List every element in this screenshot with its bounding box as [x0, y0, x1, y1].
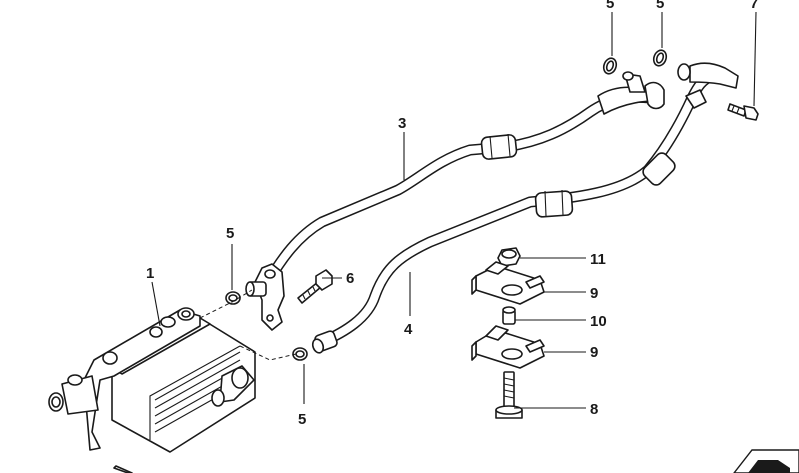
callout-7: 7 [750, 0, 758, 12]
callout-1: 1 [146, 265, 154, 282]
corner-arrow-icon [733, 449, 799, 473]
assembly-line-lower [239, 345, 297, 361]
bolt-flange [297, 269, 333, 304]
callout-6: 6 [346, 270, 354, 287]
oil-line-upper [262, 71, 665, 288]
callout-8: 8 [590, 401, 598, 418]
callout-11: 11 [590, 251, 606, 268]
seal-ring-left [225, 291, 241, 305]
nut [497, 247, 521, 267]
bracket-upper [471, 261, 545, 305]
callout-3: 3 [398, 115, 406, 132]
callout-4: 4 [404, 321, 413, 338]
bolt-bracket [495, 371, 523, 419]
callout-9-lower: 9 [590, 344, 598, 361]
callout-5-lower: 5 [298, 411, 306, 428]
seal-ring-lower [292, 347, 308, 361]
bolt-top [727, 103, 759, 121]
oil-cooler [48, 307, 256, 473]
spacer [502, 306, 516, 325]
seal-ring-top-left [602, 57, 618, 75]
leader-lines [151, 11, 757, 409]
seal-ring-top-right [652, 49, 668, 67]
line-flange [245, 263, 285, 331]
callout-5-left: 5 [226, 225, 234, 242]
callouts: 1 3 4 5 5 5 5 6 7 8 9 9 10 11 [146, 0, 758, 428]
bracket-lower [471, 325, 545, 369]
callout-5-top-right: 5 [656, 0, 664, 12]
oil-line-lower [311, 62, 739, 354]
callout-9-upper: 9 [590, 285, 598, 302]
callout-10: 10 [590, 313, 607, 330]
assembly-line-upper [199, 289, 253, 319]
callout-5-top-left: 5 [606, 0, 614, 12]
